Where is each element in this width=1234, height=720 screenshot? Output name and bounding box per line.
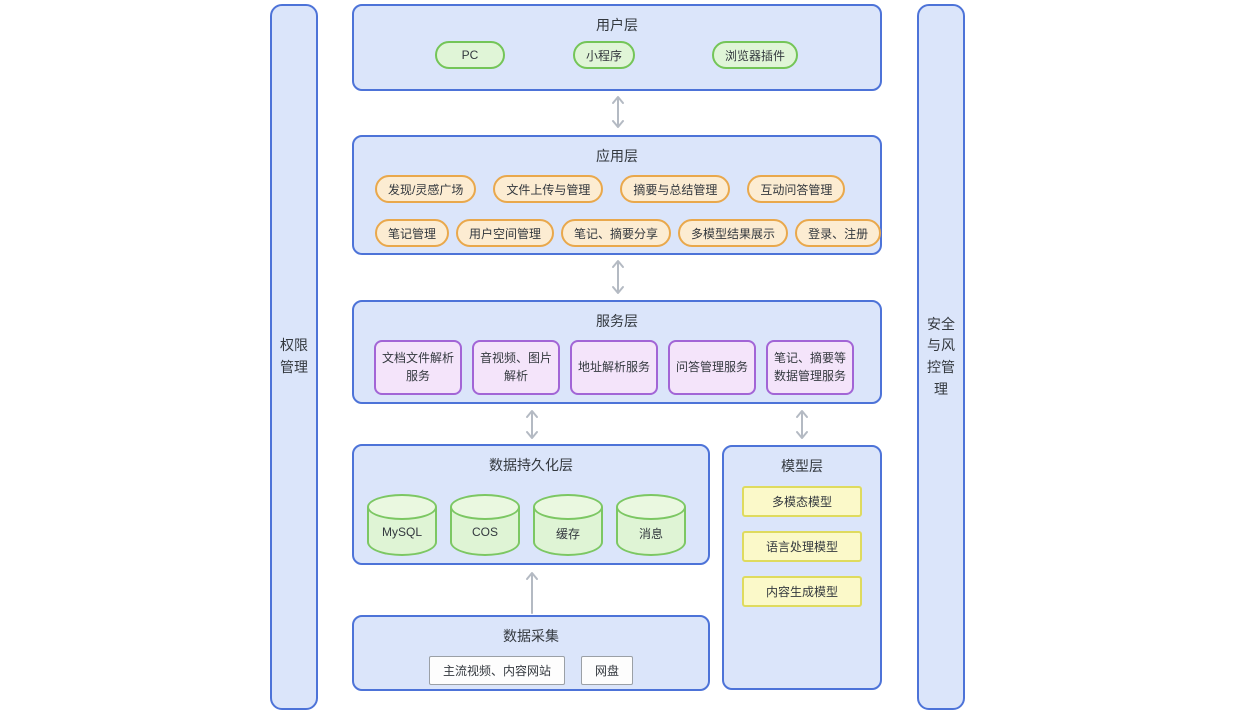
model-item-language-processing: 语言处理模型 [742,531,862,562]
permission-management-label: 权限管理 [280,337,308,375]
app-item-file-upload-management: 文件上传与管理 [493,175,604,203]
data-persistence-layer-title: 数据持久化层 [489,457,573,473]
user-layer: 用户层 PC 小程序 浏览器插件 [352,4,882,91]
service-layer: 服务层 文档文件解析服务 音视频、图片解析 地址解析服务 问答管理服务 笔记、摘… [352,300,882,404]
arrow-user-app [612,96,624,128]
app-item-discover-square: 发现/灵感广场 [375,175,477,203]
cylinder-top [367,494,437,520]
sidebar-permission-management: 权限管理 [270,4,318,710]
app-item-multi-model-results: 多模型结果展示 [678,219,789,247]
user-item-pc: PC [435,41,505,69]
collection-item-video-content-sites: 主流视频、内容网站 [428,656,565,685]
data-collection-layer-title: 数据采集 [503,628,559,644]
arrow-collection-persistence [526,572,538,614]
data-collection-layer: 数据采集 主流视频、内容网站 网盘 [352,615,710,691]
service-item-qa-service: 问答管理服务 [668,340,756,395]
model-layer-title: 模型层 [781,458,823,474]
db-label: 消息 [638,527,663,541]
user-layer-title: 用户层 [596,17,638,33]
arrow-app-service [612,260,624,294]
user-item-browser-plugin: 浏览器插件 [712,41,799,69]
db-cylinder-mysql: MySQL [367,494,437,556]
db-label: MySQL [381,525,422,539]
app-item-summary-management: 摘要与总结管理 [620,175,731,203]
db-cylinder-message: 消息 [616,494,686,556]
app-item-user-space-management: 用户空间管理 [456,219,555,247]
arrow-service-model [796,410,808,439]
db-cylinder-cache: 缓存 [533,494,603,556]
data-persistence-layer: 数据持久化层 MySQL COS 缓存 消息 [352,444,710,565]
user-item-miniprogram: 小程序 [573,41,636,69]
cylinder-top [450,494,520,520]
application-layer-title: 应用层 [596,148,638,164]
service-item-doc-parse: 文档文件解析服务 [374,340,462,395]
cylinder-top [616,494,686,520]
app-item-note-management: 笔记管理 [375,219,450,247]
model-item-content-generation: 内容生成模型 [742,576,862,607]
model-item-multimodal: 多模态模型 [742,486,862,517]
cylinder-top [533,494,603,520]
app-item-login-register: 登录、注册 [795,219,882,247]
model-layer: 模型层 多模态模型 语言处理模型 内容生成模型 [722,445,882,690]
service-item-av-image-parse: 音视频、图片解析 [472,340,560,395]
db-label: 缓存 [555,527,580,541]
application-layer: 应用层 发现/灵感广场 文件上传与管理 摘要与总结管理 互动问答管理 笔记管理 … [352,135,882,255]
sidebar-security-risk-management: 安全与风控管理 [917,4,965,710]
collection-item-netdisk: 网盘 [581,656,634,685]
service-item-data-management: 笔记、摘要等数据管理服务 [766,340,854,395]
arrow-service-persistence [526,410,538,439]
app-item-note-summary-share: 笔记、摘要分享 [561,219,672,247]
service-item-url-parse: 地址解析服务 [570,340,658,395]
db-label: COS [471,525,498,539]
db-cylinder-cos: COS [450,494,520,556]
service-layer-title: 服务层 [596,313,638,329]
security-risk-management-label: 安全与风控管理 [927,315,955,397]
app-item-qa-management: 互动问答管理 [747,175,846,203]
